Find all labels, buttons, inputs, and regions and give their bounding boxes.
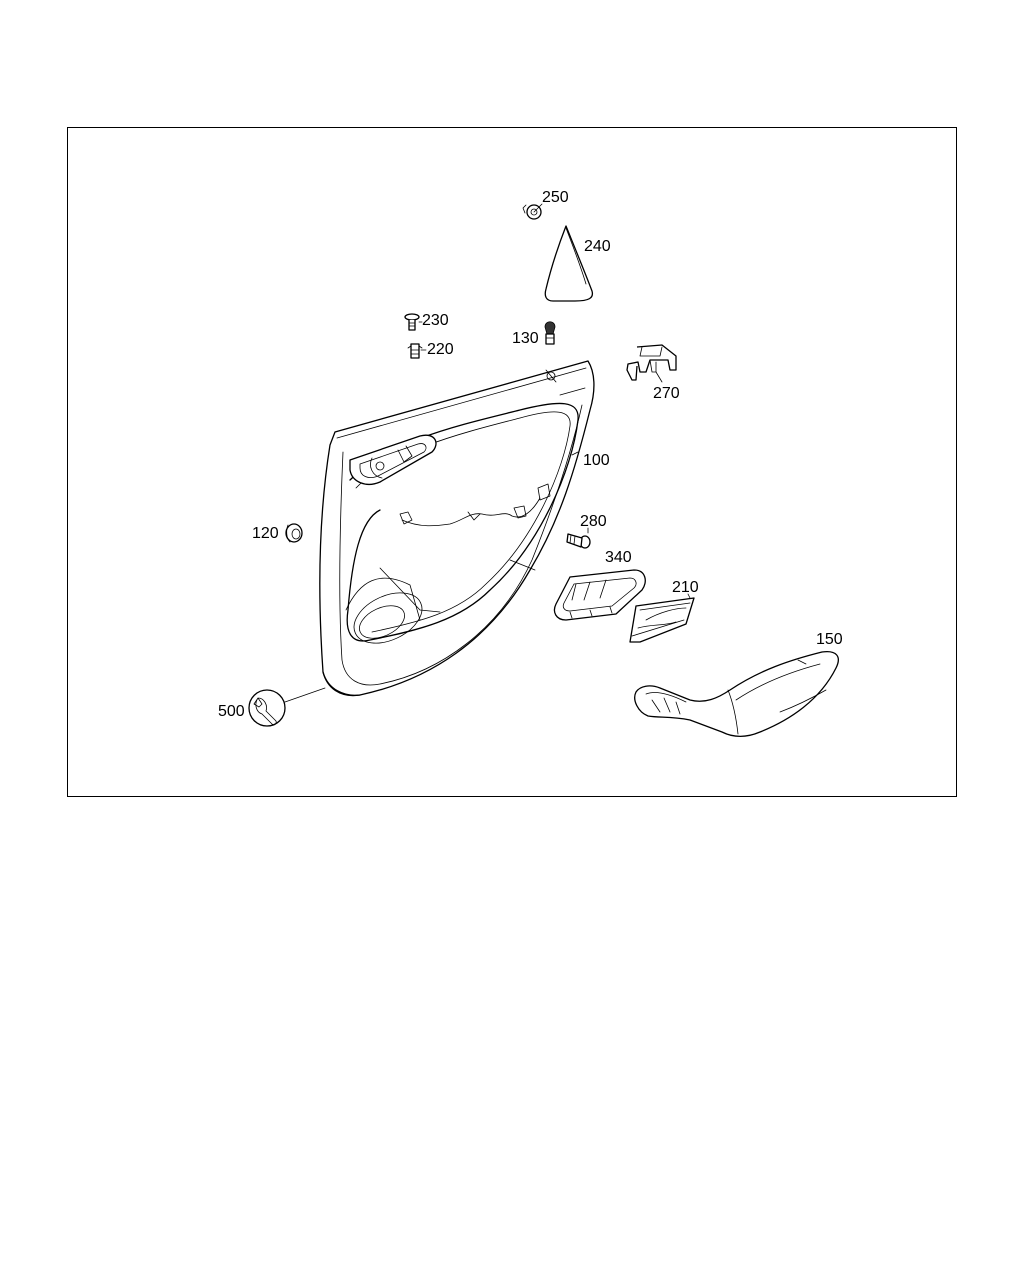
part-240-cover	[544, 225, 594, 302]
diagram-frame	[67, 127, 957, 797]
label-250: 250	[542, 189, 569, 206]
part-340-bezel	[553, 569, 646, 621]
part-280-screw	[566, 527, 591, 549]
label-220: 220	[427, 341, 454, 358]
part-100-door-panel	[319, 360, 595, 697]
label-340: 340	[605, 549, 632, 566]
label-150: 150	[816, 631, 843, 648]
part-130-bulb	[544, 321, 556, 345]
label-500: 500	[218, 703, 245, 720]
label-100: 100	[583, 452, 610, 469]
wrench-icon	[248, 689, 286, 727]
part-120-grommet	[285, 523, 303, 543]
label-270: 270	[653, 385, 680, 402]
label-120: 120	[252, 525, 279, 542]
label-230: 230	[422, 312, 449, 329]
part-210-inner-handle	[629, 593, 695, 643]
part-220-clip	[407, 343, 427, 359]
label-210: 210	[672, 579, 699, 596]
label-130: 130	[512, 330, 539, 347]
label-240: 240	[584, 238, 611, 255]
part-250-nut	[522, 203, 543, 220]
part-150-grab-handle	[634, 650, 839, 738]
label-280: 280	[580, 513, 607, 530]
part-230-screw	[404, 313, 423, 331]
part-270-bracket	[626, 344, 677, 383]
